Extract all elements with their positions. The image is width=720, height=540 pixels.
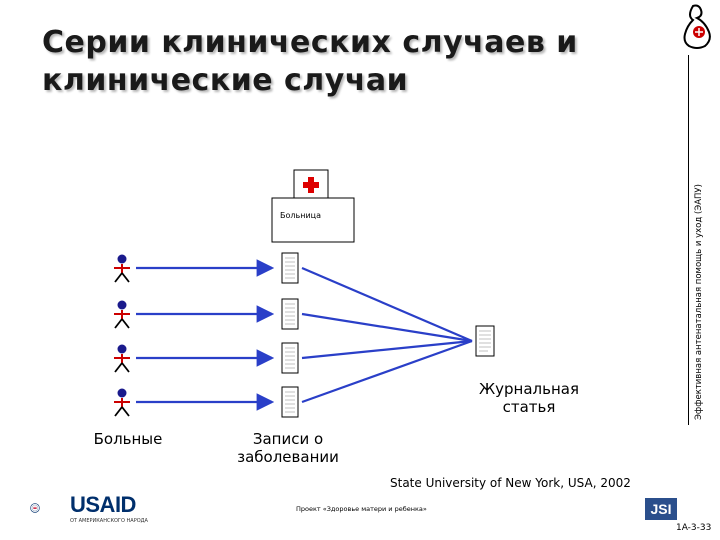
patient-figure-icon xyxy=(114,254,130,283)
project-caption: Проект «Здоровье матери и ребенка» xyxy=(296,505,427,513)
medical-record-icon xyxy=(281,342,299,374)
arrows-group xyxy=(136,259,473,411)
patients-group xyxy=(114,254,130,417)
usaid-logo-text: USAID xyxy=(70,492,136,517)
jsi-logo: JSI xyxy=(645,498,677,520)
record-to-article-arrow xyxy=(301,312,473,343)
journal-article-icon xyxy=(475,325,495,357)
source-citation: State University of New York, USA, 2002 xyxy=(390,476,631,490)
patients-label: Больные xyxy=(93,430,163,448)
hospital-label: Больница xyxy=(280,211,321,220)
slide-title: Серии клинических случаев и клинические … xyxy=(42,25,578,98)
slide-number: 1A-3-33 xyxy=(676,523,712,533)
records-group xyxy=(281,252,299,418)
medical-record-icon xyxy=(281,252,299,284)
hospital-icon xyxy=(271,169,355,243)
usaid-seal-icon xyxy=(30,503,40,513)
pregnant-woman-logo-icon xyxy=(683,4,711,49)
usaid-subtitle: ОТ АМЕРИКАНСКОГО НАРОДА xyxy=(70,518,148,524)
record-to-article-arrow xyxy=(301,266,473,343)
records-label: Записи о заболевании xyxy=(237,430,339,466)
patient-figure-icon xyxy=(114,388,130,417)
vertical-divider xyxy=(688,55,689,425)
medical-record-icon xyxy=(281,298,299,330)
patient-figure-icon xyxy=(114,344,130,373)
article-label: Журнальная статья xyxy=(478,380,579,416)
medical-record-icon xyxy=(281,386,299,418)
record-to-article-arrow xyxy=(301,339,473,404)
patient-figure-icon xyxy=(114,300,130,329)
record-to-article-arrow xyxy=(301,339,473,360)
